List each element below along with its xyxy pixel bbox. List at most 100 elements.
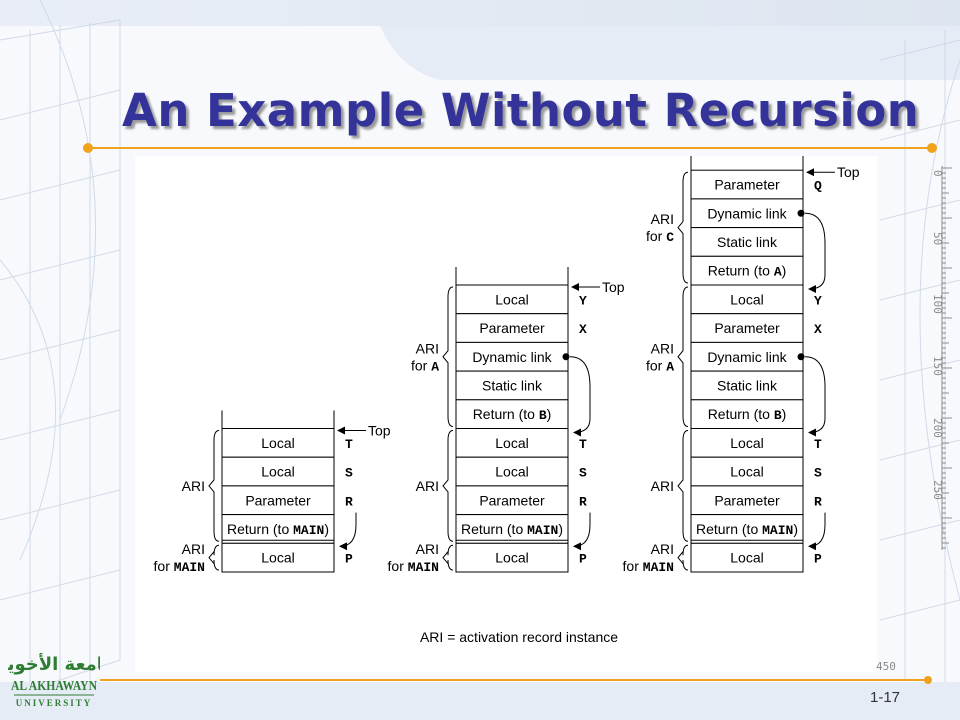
ruler-label: 150 <box>931 356 944 376</box>
variable-name-label: R <box>579 494 587 509</box>
stack-cell <box>690 542 804 573</box>
stack-cell <box>221 514 335 544</box>
logo-line1: AL AKHAWAYN <box>11 679 97 694</box>
stack-cell-label: Parameter <box>479 492 545 508</box>
variable-name-label: P <box>579 552 587 567</box>
dynamic-link-dot <box>562 353 570 361</box>
stack-cell <box>455 313 569 343</box>
record-bracket <box>442 544 454 571</box>
variable-name-label: T <box>345 437 353 452</box>
record-bracket <box>208 544 220 571</box>
stack-cell-label: Local <box>261 550 294 566</box>
record-bracket <box>677 544 689 571</box>
stack-cell-label: Local <box>495 550 528 566</box>
variable-name-label: Y <box>579 293 587 308</box>
slide-title: An Example Without Recursion <box>122 84 920 137</box>
variable-name-label: Y <box>814 293 822 308</box>
title-underline-right-dot <box>927 143 937 153</box>
ruler-label: 200 <box>931 418 944 438</box>
return-arrow <box>573 512 591 551</box>
stack-cell <box>690 399 804 430</box>
stack-cell-label: Local <box>730 550 763 566</box>
top-pointer-label: Top <box>602 279 625 295</box>
dynamic-link-dot <box>797 353 805 361</box>
stack-cell-label: Local <box>495 291 528 307</box>
ruler-bottom-label: 450 <box>876 660 896 673</box>
dynamic-link-arrow <box>569 356 591 437</box>
ruler-label: 100 <box>931 294 944 314</box>
stack-cell-label: Local <box>495 464 528 480</box>
variable-name-label: S <box>579 466 587 481</box>
stack-cell-label: Return (to B) <box>473 406 552 423</box>
stack-cell-label: Parameter <box>714 320 780 336</box>
stack-cell-label: Local <box>730 464 763 480</box>
stack-cell-label: Local <box>730 291 763 307</box>
stack-cell-label: Return (to MAIN) <box>696 521 798 538</box>
return-arrow <box>339 512 357 551</box>
record-label: for A <box>411 357 439 374</box>
stack-cell <box>690 169 804 200</box>
stack-cell-label: Static link <box>717 377 778 393</box>
record-bracket <box>677 286 689 427</box>
record-label: ARI <box>651 478 674 494</box>
ruler-label: 50 <box>931 232 944 245</box>
return-arrow <box>808 512 826 551</box>
diagram-caption: ARI = activation record instance <box>420 629 618 645</box>
variable-name-label: Q <box>814 179 822 194</box>
stack-cell <box>455 341 569 372</box>
record-label: ARI <box>182 541 205 557</box>
stack-cell-label: Dynamic link <box>707 349 787 365</box>
record-label: ARI <box>182 478 205 494</box>
variable-name-label: S <box>814 466 822 481</box>
stack-cell-label: Local <box>730 435 763 451</box>
record-label: ARI <box>651 340 674 356</box>
stack-cell <box>221 542 335 573</box>
stack-cell <box>455 542 569 573</box>
record-label: for MAIN <box>154 558 205 575</box>
stack-cell-label: Return (to B) <box>708 406 787 423</box>
stack-cell <box>221 456 335 487</box>
stack-cell-label: Parameter <box>245 492 311 508</box>
record-label: for A <box>646 357 674 374</box>
stack-cell-label: Return (to MAIN) <box>461 521 563 538</box>
record-label: ARI <box>651 211 674 227</box>
stack-cell <box>455 485 569 516</box>
variable-name-label: R <box>814 494 822 509</box>
record-label: for MAIN <box>623 558 674 575</box>
stack-cell-label: Dynamic link <box>707 205 787 221</box>
stack-cell <box>221 428 335 458</box>
record-bracket <box>677 171 689 284</box>
variable-name-label: P <box>814 552 822 567</box>
stack-cell-label: Dynamic link <box>472 349 552 365</box>
logo-arabic-text: جامعة الأخوين <box>8 653 100 675</box>
record-label: ARI <box>416 340 439 356</box>
ruler-label: 0 <box>931 170 944 177</box>
stack-cell <box>690 284 804 315</box>
record-bracket <box>442 286 454 427</box>
variable-name-label: S <box>345 466 353 481</box>
record-label: for MAIN <box>388 558 439 575</box>
variable-name-label: R <box>345 494 353 509</box>
dynamic-link-arrow <box>804 356 826 437</box>
record-bracket <box>677 430 689 542</box>
stack-cell <box>690 227 804 257</box>
stack-cell <box>690 485 804 516</box>
stack-cell <box>690 370 804 401</box>
title-underline-left-dot <box>83 143 93 153</box>
stack-cell <box>690 514 804 544</box>
dynamic-link-arrow <box>804 212 826 293</box>
stack-cell-label: Static link <box>482 377 543 393</box>
stack-cell-label: Local <box>261 464 294 480</box>
stack-cell-label: Parameter <box>479 320 545 336</box>
university-logo: جامعة الأخوين AL AKHAWAYN UNIVERSITY <box>8 653 100 708</box>
top-pointer-label: Top <box>368 423 391 439</box>
stack-cell <box>455 428 569 458</box>
record-bracket <box>208 430 220 542</box>
record-label: ARI <box>416 478 439 494</box>
stack-cell-label: Parameter <box>714 177 780 193</box>
stack-cell <box>690 198 804 229</box>
footer-line-dot <box>924 676 932 684</box>
